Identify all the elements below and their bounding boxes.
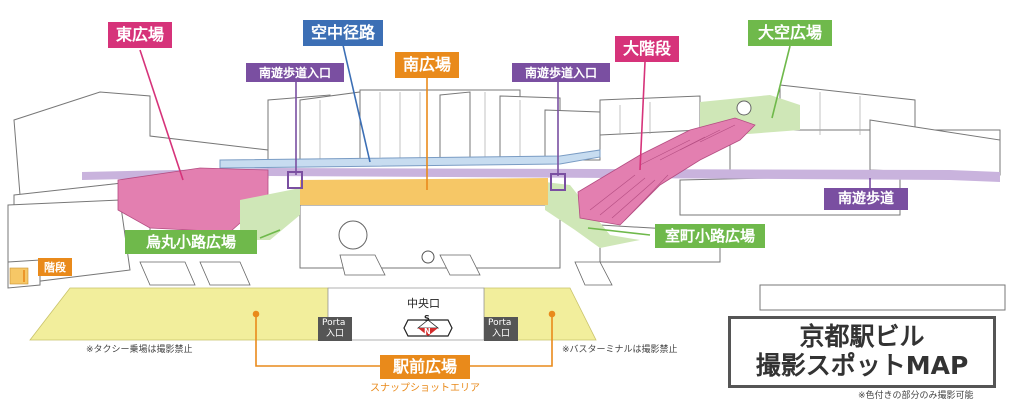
sky-plaza-label: 大空広場 [748, 20, 832, 46]
map-title-line2: 撮影スポットMAP [755, 351, 969, 380]
south-plaza-zone [300, 178, 548, 205]
pavilion [736, 100, 752, 116]
south-plaza-label: 南広場 [395, 52, 459, 78]
central-exit-label: 中央口 [407, 297, 440, 310]
map-title-box: 京都駅ビル 撮影スポットMAP [728, 316, 996, 388]
taxi-note: ※タクシー乗場は撮影禁止 [86, 345, 193, 355]
porta-right-text-1: Porta [488, 318, 512, 328]
station-plaza-bracket [252, 310, 556, 367]
skyway-label: 空中径路 [303, 20, 383, 46]
central-pillar [421, 250, 435, 264]
muromachi-plaza-label: 室町小路広場 [655, 224, 765, 248]
big-stairs-zone [577, 117, 756, 226]
porta-left-text-2: 入口 [326, 329, 345, 339]
compass-s-letter: S [424, 314, 430, 323]
small-stairs-label: 階段 [38, 258, 72, 276]
compass-n-letter: N [424, 327, 431, 336]
south-entrance-left-marker [287, 171, 303, 189]
porta-right-sign [484, 317, 518, 341]
south-promenade-zone [82, 168, 1000, 182]
compass-badge [403, 319, 453, 337]
porta-left-text-1: Porta [322, 318, 346, 328]
south-entrance-left-label: 南遊歩道入口 [246, 63, 344, 82]
east-plaza-label: 東広場 [108, 22, 172, 48]
fountain [338, 220, 368, 250]
porta-left-sign [318, 317, 352, 341]
porta-right-text-2: 入口 [492, 329, 511, 339]
south-entrance-right-label: 南遊歩道入口 [512, 63, 610, 82]
south-promenade-label: 南遊歩道 [824, 188, 908, 210]
station-plaza-label: 駅前広場 [380, 355, 470, 379]
map-title-line1: 京都駅ビル [799, 322, 925, 352]
stair-steps [589, 124, 736, 221]
big-stairs-label: 大階段 [615, 36, 679, 62]
front-stairs [139, 254, 613, 286]
colored-only-note: ※色付きの部分のみ撮影可能 [858, 391, 974, 401]
snap-area-label: スナップショットエリア [370, 383, 480, 394]
karasuma-plaza-label: 烏丸小路広場 [125, 230, 257, 254]
karasuma-plaza-zone [240, 188, 300, 240]
bus-note: ※バスターミナルは撮影禁止 [562, 345, 678, 355]
skyway-zone [219, 149, 601, 169]
leader-lines [23, 44, 871, 282]
small-stairs-zone [9, 267, 29, 285]
station-plaza-zone-left [29, 287, 329, 341]
